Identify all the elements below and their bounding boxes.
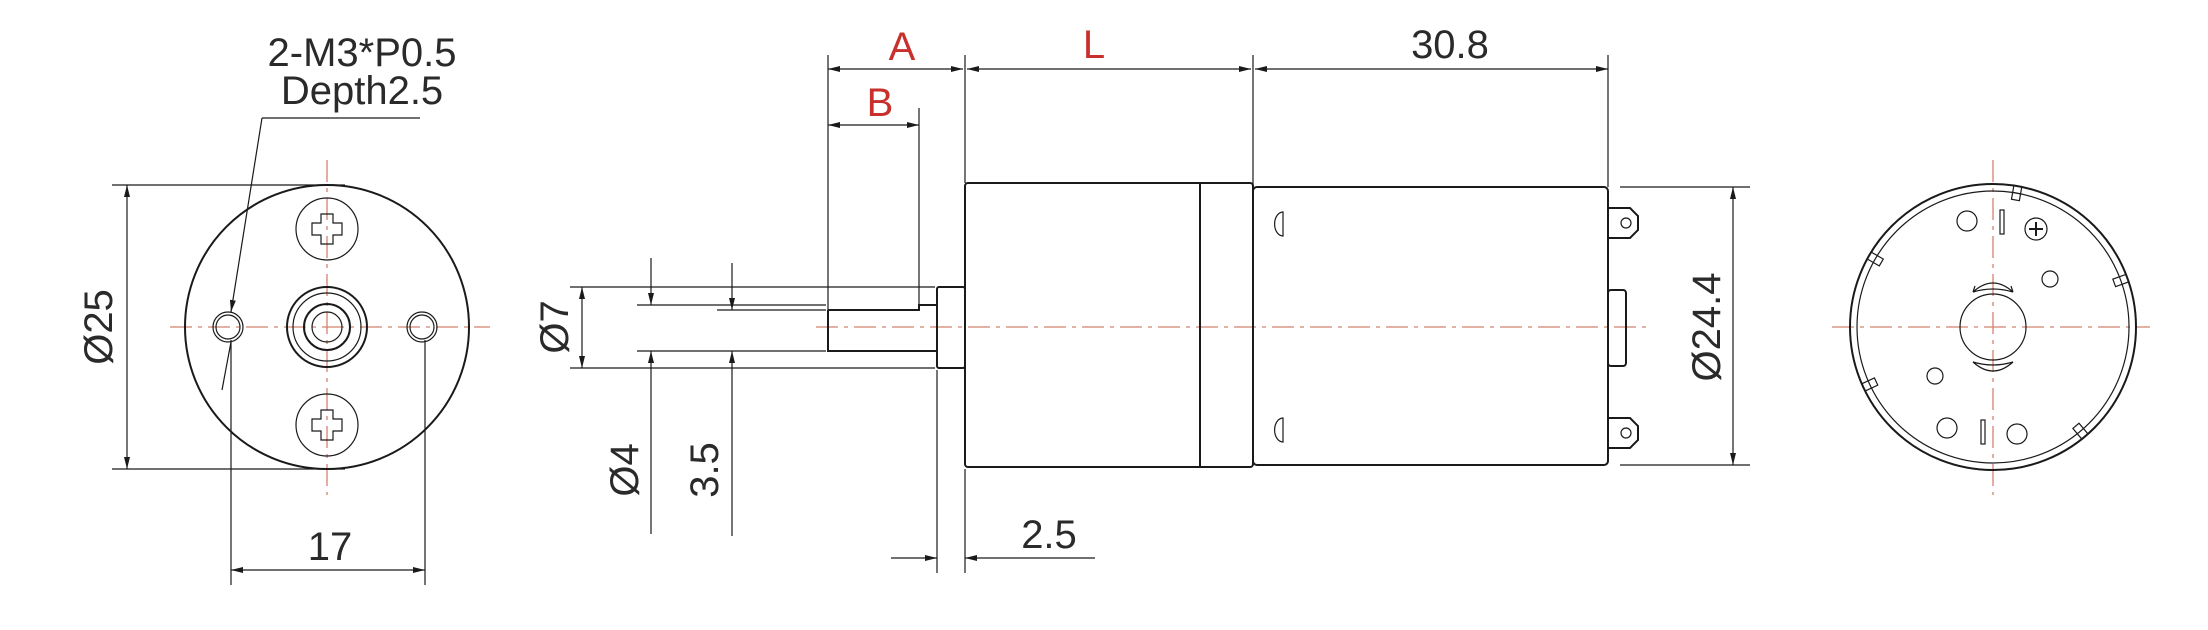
vent-hole xyxy=(1956,210,1978,232)
phillips-screw-icon xyxy=(311,213,343,245)
brush-slot-top xyxy=(1972,282,2014,293)
motor-slot-mark xyxy=(1274,211,1284,237)
mounting-hole-right xyxy=(406,311,438,343)
motor-diameter-label: Ø24.4 xyxy=(1685,273,1729,382)
output-shaft xyxy=(827,304,937,352)
terminal-slot xyxy=(1999,209,2005,235)
screw-top xyxy=(295,197,359,261)
phillips-screw-icon xyxy=(311,409,343,441)
vent-hole xyxy=(2041,270,2059,288)
terminal-bottom xyxy=(1608,417,1639,449)
terminal-slot xyxy=(1980,419,1986,445)
flat-height-label: 3.5 xyxy=(683,442,727,498)
vent-hole xyxy=(1926,367,1944,385)
dim-l-label: L xyxy=(1083,23,1105,67)
rear-view xyxy=(1832,160,2150,495)
dim-b-label: B xyxy=(867,81,894,125)
bearing-boss xyxy=(1959,293,2027,361)
side-view: A B L 30.8 Ø7 Ø4 3.5 2.5 Ø24.4 xyxy=(533,23,1750,573)
screw-bottom xyxy=(295,393,359,457)
motor-slot-mark xyxy=(1274,417,1284,443)
positive-terminal-icon xyxy=(2024,217,2048,241)
mounting-hole-left xyxy=(212,311,244,343)
gearbox-body xyxy=(964,182,1254,468)
brush-slot-bottom xyxy=(1972,361,2014,372)
output-bushing xyxy=(286,286,368,368)
shaft-diameter-label: Ø4 xyxy=(603,443,647,496)
vent-hole xyxy=(1936,417,1958,439)
rim-tabs xyxy=(1860,184,2130,440)
motor-end-cap-outline xyxy=(1849,183,2137,471)
dim-a-label: A xyxy=(889,25,916,69)
front-view: Ø25 17 2-M3*P0.5 Depth2.5 xyxy=(77,31,490,585)
motor-length-label: 30.8 xyxy=(1411,23,1489,67)
vent-hole xyxy=(2006,423,2028,445)
depth-callout: Depth2.5 xyxy=(281,69,443,113)
flange-thickness-label: 2.5 xyxy=(1021,513,1077,557)
end-cap-bearing xyxy=(1607,289,1627,367)
hole-spacing-label: 17 xyxy=(308,525,353,569)
thread-callout: 2-M3*P0.5 xyxy=(268,31,457,75)
flange-diameter-label: Ø7 xyxy=(533,300,577,353)
front-diameter-label: Ø25 xyxy=(77,289,121,365)
motor-body xyxy=(1252,186,1609,466)
terminal-top xyxy=(1608,207,1639,239)
